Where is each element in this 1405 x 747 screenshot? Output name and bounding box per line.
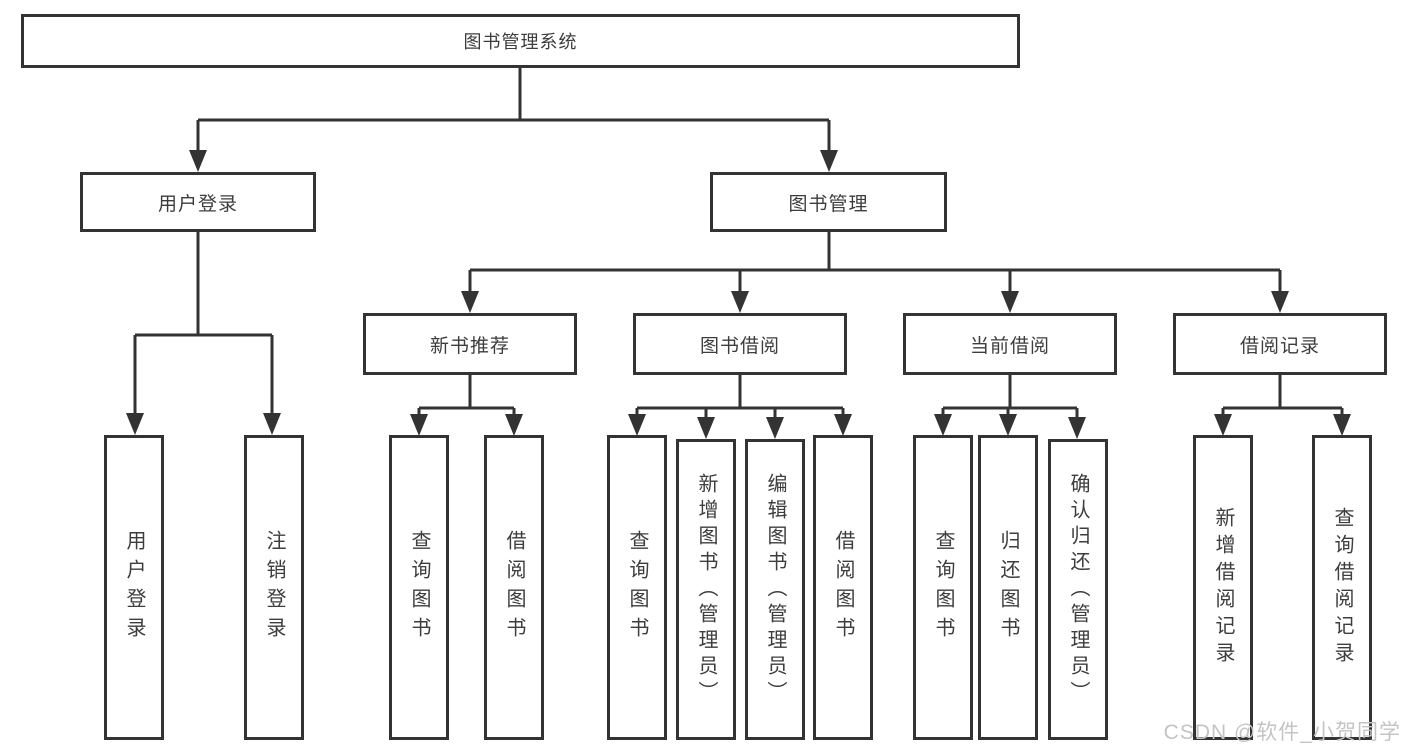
leaf-user-login: 用户登录 bbox=[104, 435, 164, 740]
leaf-query-borrow-record-label: 查询借阅记录 bbox=[1331, 506, 1353, 669]
arrowhead-icon bbox=[126, 413, 144, 435]
leaf-logout-label: 注销登录 bbox=[263, 529, 285, 646]
node-current-borrowing: 当前借阅 bbox=[903, 313, 1117, 375]
leaf-edit-book-admin-label: 编辑图书（管理员） bbox=[764, 472, 786, 707]
node-root-system: 图书管理系统 bbox=[21, 14, 1020, 68]
arrowhead-icon bbox=[189, 150, 207, 172]
leaf-add-borrow-record: 新增借阅记录 bbox=[1193, 435, 1253, 740]
arrowhead-icon bbox=[1001, 291, 1019, 313]
leaf-add-borrow-record-label: 新增借阅记录 bbox=[1212, 506, 1234, 669]
arrowhead-icon bbox=[410, 414, 428, 436]
node-current-borrowing-label: 当前借阅 bbox=[969, 335, 1050, 357]
arrowhead-icon bbox=[766, 417, 784, 439]
leaf-logout: 注销登录 bbox=[244, 435, 304, 740]
leaf-query-borrow-record: 查询借阅记录 bbox=[1312, 435, 1372, 740]
leaf-query-books-borrow: 查询图书 bbox=[607, 435, 667, 740]
connector-newbook-to-leaves bbox=[410, 375, 523, 436]
connector-userlogin-to-leaves bbox=[126, 232, 281, 435]
arrowhead-icon bbox=[731, 291, 749, 313]
node-user-login: 用户登录 bbox=[80, 172, 316, 232]
connector-records-to-leaves bbox=[1214, 375, 1351, 436]
arrowhead-icon bbox=[505, 414, 523, 436]
arrowhead-icon bbox=[628, 414, 646, 436]
arrowhead-icon bbox=[999, 414, 1017, 436]
connector-borrow-to-leaves bbox=[628, 375, 852, 439]
node-borrowing-records-label: 借阅记录 bbox=[1239, 335, 1320, 357]
leaf-return-books-label: 归还图书 bbox=[997, 529, 1019, 646]
node-borrowing-records: 借阅记录 bbox=[1173, 313, 1387, 375]
leaf-borrow-books: 借阅图书 bbox=[813, 435, 873, 740]
arrowhead-icon bbox=[834, 414, 852, 436]
connector-current-to-leaves bbox=[934, 375, 1086, 439]
leaf-confirm-return-admin-label: 确认归还（管理员） bbox=[1067, 472, 1089, 707]
leaf-borrow-books-recommend-label: 借阅图书 bbox=[503, 529, 525, 646]
csdn-watermark: CSDN @软件_小贺同学 bbox=[1163, 721, 1401, 744]
leaf-add-book-admin: 新增图书（管理员） bbox=[676, 439, 736, 740]
arrowhead-icon bbox=[820, 150, 838, 172]
leaf-borrow-books-recommend: 借阅图书 bbox=[484, 435, 544, 740]
leaf-query-books-recommend: 查询图书 bbox=[389, 435, 449, 740]
leaf-confirm-return-admin: 确认归还（管理员） bbox=[1048, 439, 1108, 740]
leaf-return-books: 归还图书 bbox=[978, 435, 1038, 740]
node-new-book-recommend-label: 新书推荐 bbox=[429, 335, 510, 357]
leaf-query-books-current: 查询图书 bbox=[913, 435, 973, 740]
node-book-borrowing: 图书借阅 bbox=[633, 313, 847, 375]
leaf-user-login-label: 用户登录 bbox=[123, 529, 145, 646]
arrowhead-icon bbox=[1333, 414, 1351, 436]
arrowhead-icon bbox=[1271, 291, 1289, 313]
leaf-edit-book-admin: 编辑图书（管理员） bbox=[745, 439, 805, 740]
node-new-book-recommend: 新书推荐 bbox=[363, 313, 577, 375]
arrowhead-icon bbox=[934, 414, 952, 436]
node-book-management: 图书管理 bbox=[710, 172, 947, 232]
arrowhead-icon bbox=[461, 291, 479, 313]
leaf-borrow-books-label: 借阅图书 bbox=[832, 529, 854, 646]
leaf-add-book-admin-label: 新增图书（管理员） bbox=[695, 472, 717, 707]
connector-root-to-level2 bbox=[189, 68, 838, 172]
node-book-management-label: 图书管理 bbox=[788, 193, 869, 215]
connector-bookmgmt-to-level3 bbox=[461, 232, 1289, 313]
node-user-login-label: 用户登录 bbox=[157, 193, 238, 215]
leaf-query-books-current-label: 查询图书 bbox=[932, 529, 954, 646]
arrowhead-icon bbox=[697, 417, 715, 439]
arrowhead-icon bbox=[1214, 414, 1232, 436]
node-root-label: 图书管理系统 bbox=[463, 32, 578, 52]
arrowhead-icon bbox=[263, 413, 281, 435]
leaf-query-books-borrow-label: 查询图书 bbox=[626, 529, 648, 646]
node-book-borrowing-label: 图书借阅 bbox=[699, 335, 780, 357]
arrowhead-icon bbox=[1068, 417, 1086, 439]
leaf-query-books-recommend-label: 查询图书 bbox=[408, 529, 430, 646]
